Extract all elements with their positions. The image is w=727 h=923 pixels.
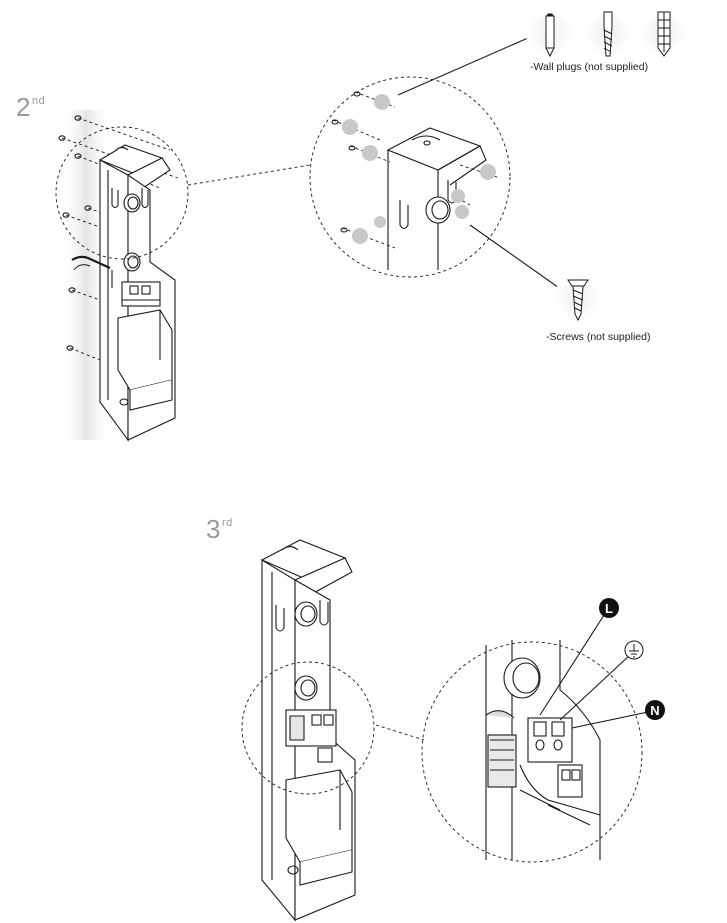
zoom-circle-step2-small	[55, 126, 189, 260]
live-leader	[539, 611, 607, 716]
neutral-symbol: N	[645, 700, 665, 720]
fixing-knobs-step3	[294, 601, 318, 701]
step-2-suffix: nd	[31, 95, 46, 107]
earth-ground-icon	[624, 640, 644, 660]
terminal-block	[121, 281, 161, 307]
terminal-block-step3	[285, 709, 337, 763]
driver-box-step3	[285, 769, 353, 886]
zoom-detail-step2	[331, 91, 501, 270]
drill-bit-icon	[584, 9, 632, 57]
step-3-label: 3rd	[206, 514, 233, 545]
wall-plugs-caption: -Wall plugs (not supplied)	[530, 61, 649, 73]
tools-group	[526, 9, 688, 58]
earth-leader	[559, 654, 631, 721]
live-symbol-text: L	[605, 601, 613, 616]
zoom-connector-step2	[187, 164, 311, 186]
driver-box	[117, 309, 173, 411]
cable	[71, 255, 111, 270]
neutral-symbol-text: N	[650, 703, 659, 718]
step-2-label: 2nd	[16, 92, 45, 123]
neutral-leader	[571, 711, 649, 729]
step-2-number: 2	[16, 92, 31, 122]
pencil-icon	[526, 9, 574, 58]
zoom-circle-step3-large	[421, 641, 643, 863]
screw-icon	[554, 274, 602, 322]
zoom-detail-step3	[485, 640, 601, 860]
zoom-circle-step2-large	[309, 76, 511, 278]
wall-plug-icon	[640, 9, 688, 57]
bracket-slots-step3	[275, 600, 329, 632]
screw-hole-markers	[58, 115, 92, 351]
step-2-diagram	[55, 37, 563, 442]
screws-leader	[469, 224, 563, 291]
step-3-number: 3	[206, 514, 221, 544]
zoom-connector-step3	[375, 724, 425, 741]
zoom-circle-step3-small	[241, 661, 375, 795]
step-3-diagram	[241, 539, 649, 922]
step-3-suffix: rd	[221, 517, 233, 529]
wall-plugs-leader	[397, 37, 529, 96]
bracket-slots	[111, 188, 149, 288]
drill-hole-markers	[342, 94, 496, 244]
screws-caption: -Screws (not supplied)	[546, 331, 651, 343]
fixing-knobs	[123, 193, 141, 272]
live-symbol: L	[599, 598, 619, 618]
